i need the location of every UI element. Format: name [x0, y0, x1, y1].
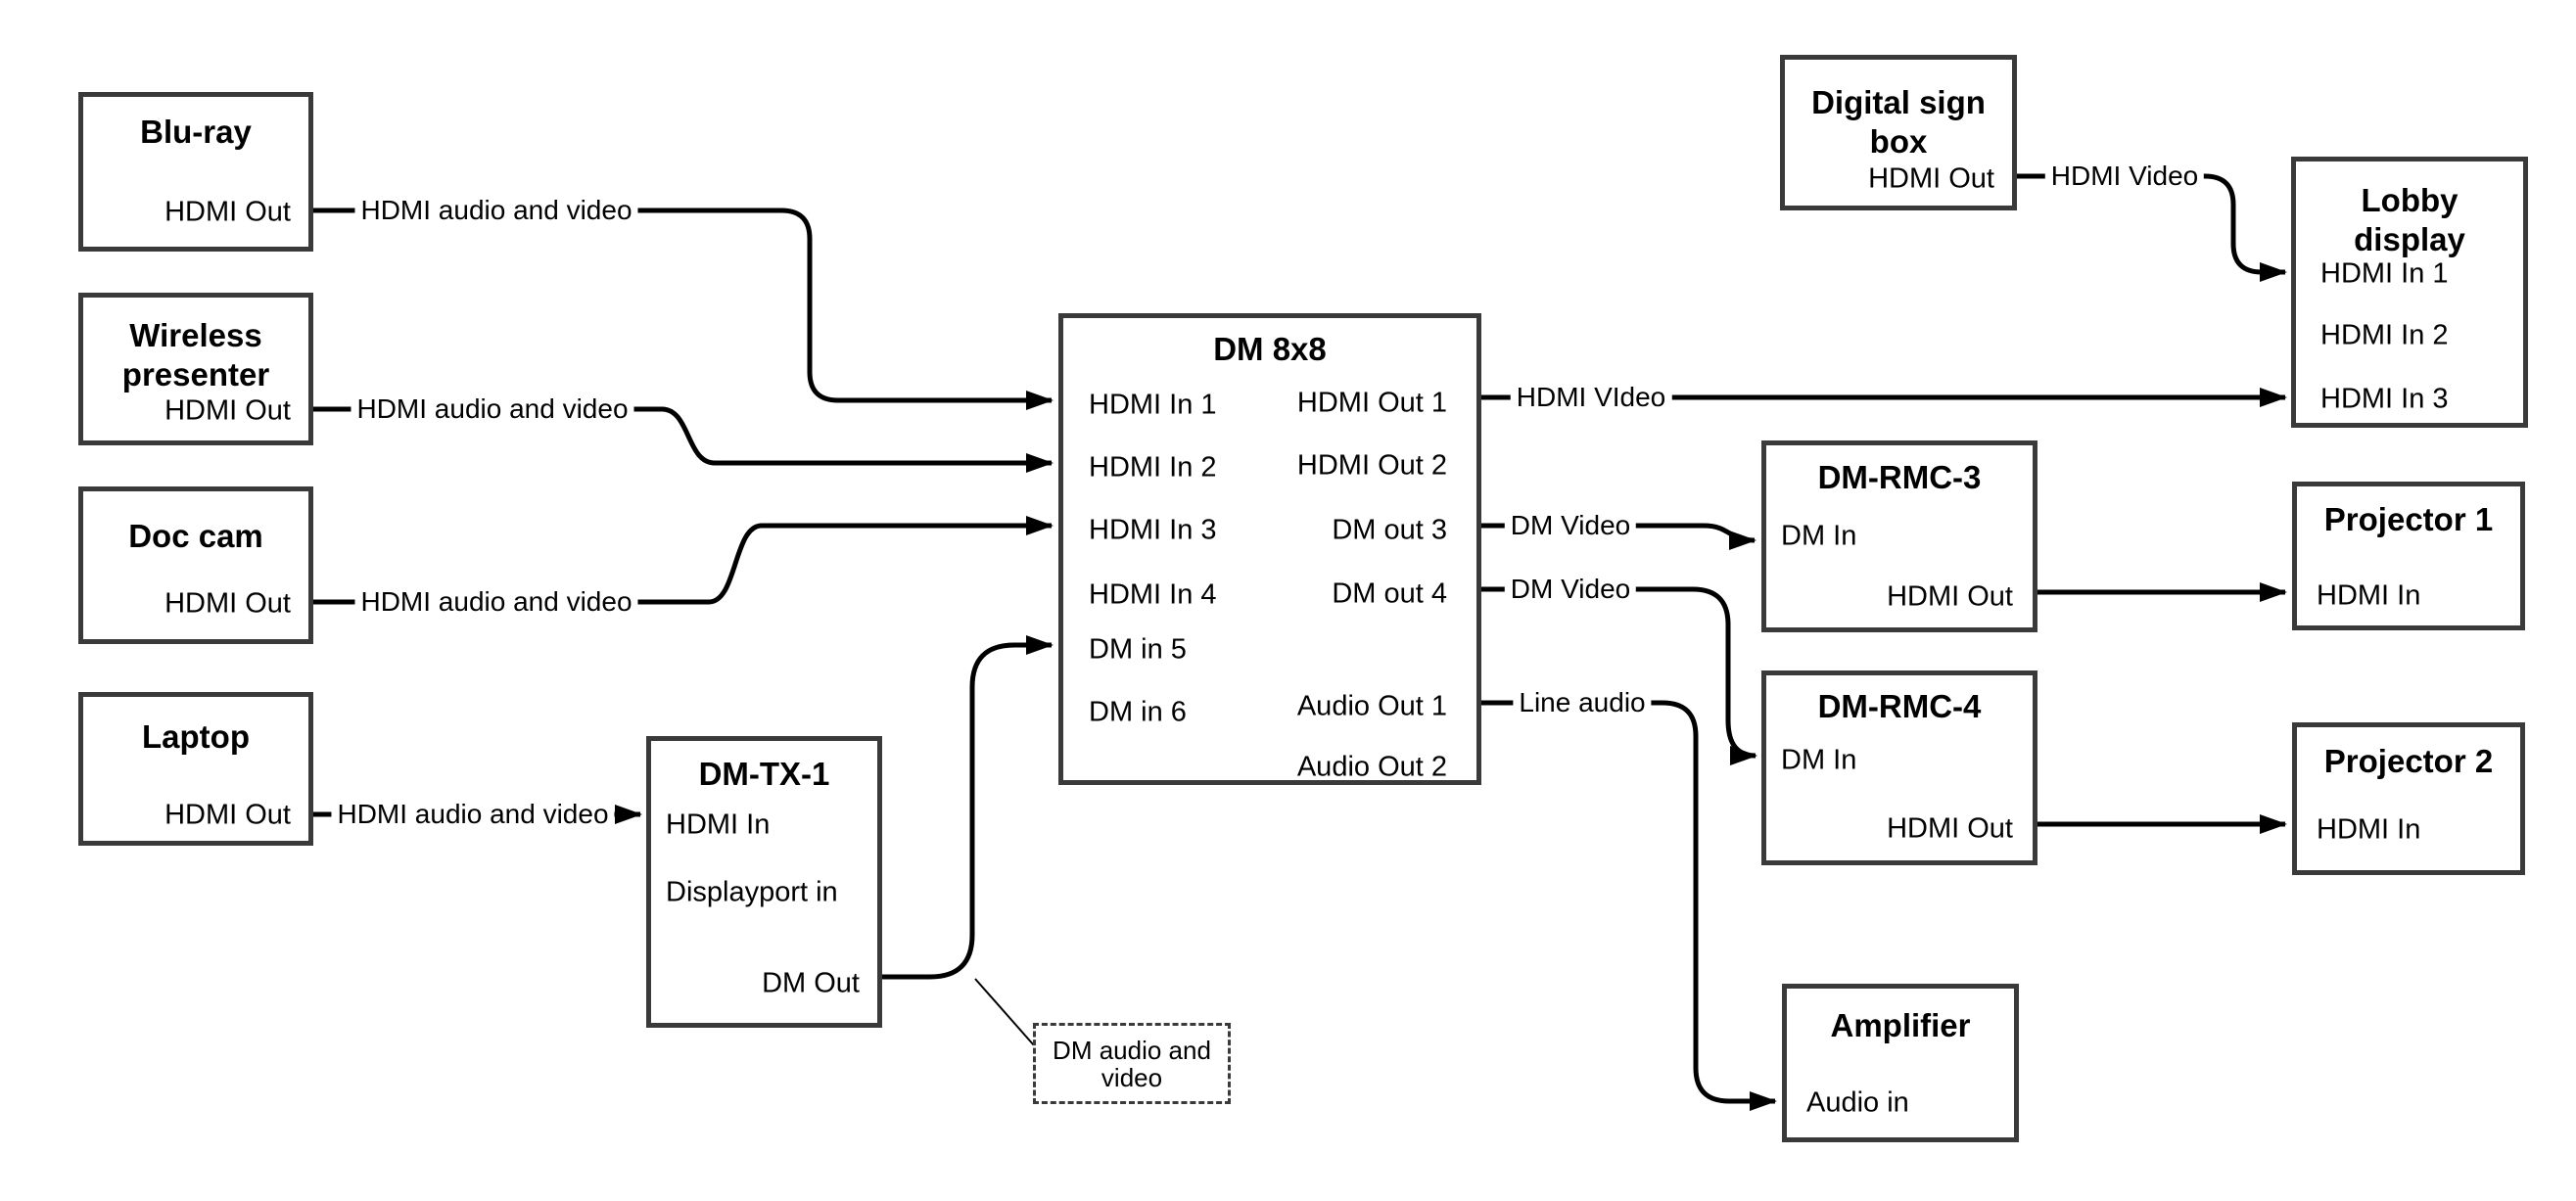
node-doc-cam: Doc cam HDMI Out	[78, 486, 313, 644]
port-hdmi-in-1: HDMI In 1	[2320, 257, 2449, 290]
node-digital-sign-box: Digital sign box HDMI Out	[1780, 55, 2017, 210]
edge-label-line-audio: Line audio	[1513, 686, 1652, 719]
port-displayport-in: Displayport in	[666, 876, 838, 908]
port-hdmi-out: HDMI Out	[164, 196, 291, 228]
node-dm-8x8: DM 8x8 HDMI In 1 HDMI In 2 HDMI In 3 HDM…	[1058, 313, 1481, 785]
callout-leader-line	[974, 978, 1035, 1046]
connector-dmtx1-to-dm8x8-dmin5	[881, 635, 1054, 980]
port-hdmi-in-2: HDMI In 2	[2320, 319, 2449, 351]
node-title: Amplifier	[1830, 1007, 1971, 1043]
port-hdmi-in-2: HDMI In 2	[1089, 451, 1217, 484]
port-dm-in: DM In	[1781, 744, 1857, 776]
node-dm-rmc-4: DM-RMC-4 DM In HDMI Out	[1761, 670, 2037, 865]
node-title: Blu-ray	[140, 114, 252, 150]
edge-label-dm-video-out4: DM Video	[1504, 573, 1637, 606]
port-hdmi-out: HDMI Out	[1887, 812, 2013, 845]
node-title: Doc cam	[128, 518, 263, 554]
port-hdmi-in-4: HDMI In 4	[1089, 578, 1217, 611]
connector-bluray-to-dm8x8-in1	[313, 208, 1054, 410]
node-title: DM-RMC-3	[1817, 459, 1982, 495]
node-dm-tx-1: DM-TX-1 HDMI In Displayport in DM Out	[646, 736, 882, 1028]
port-hdmi-in-3: HDMI In 3	[1089, 514, 1217, 546]
node-wireless-presenter: Wireless presenter HDMI Out	[78, 293, 313, 445]
connector-dm8x8-out4-to-rmc4	[1481, 586, 1757, 765]
port-hdmi-out-2: HDMI Out 2	[1296, 449, 1447, 482]
node-lobby-display: Lobby display HDMI In 1 HDMI In 2 HDMI I…	[2291, 157, 2528, 428]
edge-label-doccam: HDMI audio and video	[354, 585, 638, 619]
port-dm-in-6: DM in 6	[1089, 696, 1187, 728]
node-dm-rmc-3: DM-RMC-3 DM In HDMI Out	[1761, 440, 2037, 632]
port-dm-out-3: DM out 3	[1332, 514, 1447, 546]
node-title: DM 8x8	[1213, 331, 1327, 367]
node-title: Wireless presenter	[121, 317, 270, 393]
port-hdmi-out: HDMI Out	[164, 587, 291, 620]
node-title: Projector 2	[2323, 743, 2494, 779]
port-hdmi-in-1: HDMI In 1	[1089, 389, 1217, 421]
callout-dm-audio-and-video: DM audio and video	[1033, 1023, 1231, 1104]
port-hdmi-out: HDMI Out	[1887, 580, 2013, 613]
node-projector-2: Projector 2 HDMI In	[2292, 722, 2525, 875]
port-hdmi-out: HDMI Out	[164, 394, 291, 427]
connector-digitalsign-to-lobby-in1	[2017, 173, 2287, 282]
node-title: Lobby display	[2354, 182, 2465, 257]
port-hdmi-out-1: HDMI Out 1	[1296, 387, 1447, 419]
edge-label-hdmi-video-sign: HDMI Video	[2044, 160, 2205, 193]
port-audio-out-2: Audio Out 2	[1296, 751, 1447, 783]
port-dm-out-4: DM out 4	[1332, 577, 1447, 610]
port-dm-in: DM In	[1781, 520, 1857, 552]
edge-label-wireless: HDMI audio and video	[351, 393, 634, 426]
node-title: DM-RMC-4	[1817, 688, 1982, 724]
port-hdmi-out: HDMI Out	[1868, 162, 1994, 195]
node-projector-1: Projector 1 HDMI In	[2292, 482, 2525, 630]
edge-label-hdmi-video-out1: HDMI VIdeo	[1510, 381, 1672, 414]
port-dm-in-5: DM in 5	[1089, 633, 1187, 666]
port-hdmi-in: HDMI In	[2317, 813, 2421, 846]
node-amplifier: Amplifier Audio in	[1782, 984, 2019, 1142]
connector-wireless-to-dm8x8-in2	[313, 406, 1054, 473]
port-hdmi-out: HDMI Out	[164, 799, 291, 831]
edge-label-dm-video-out3: DM Video	[1504, 509, 1637, 542]
node-title: Projector 1	[2323, 501, 2494, 537]
callout-text: DM audio and video	[1053, 1035, 1211, 1092]
node-bluray: Blu-ray HDMI Out	[78, 92, 313, 252]
port-hdmi-in: HDMI In	[2317, 579, 2421, 612]
node-laptop: Laptop HDMI Out	[78, 692, 313, 846]
port-audio-in: Audio in	[1806, 1086, 1909, 1119]
port-dm-out: DM Out	[762, 967, 860, 999]
node-title: DM-TX-1	[698, 756, 830, 792]
port-hdmi-in-3: HDMI In 3	[2320, 383, 2449, 415]
port-hdmi-in: HDMI In	[666, 808, 771, 841]
node-title: Laptop	[142, 718, 250, 755]
connector-dm8x8-out3-to-rmc3	[1481, 523, 1756, 550]
node-title: Digital sign box	[1811, 84, 1986, 160]
edge-label-laptop: HDMI audio and video	[331, 798, 615, 831]
edge-label-bluray: HDMI audio and video	[354, 194, 638, 227]
port-audio-out-1: Audio Out 1	[1296, 690, 1447, 722]
connector-dm8x8-audio1-to-amp	[1481, 700, 1777, 1111]
connector-doccam-to-dm8x8-in3	[313, 516, 1054, 605]
